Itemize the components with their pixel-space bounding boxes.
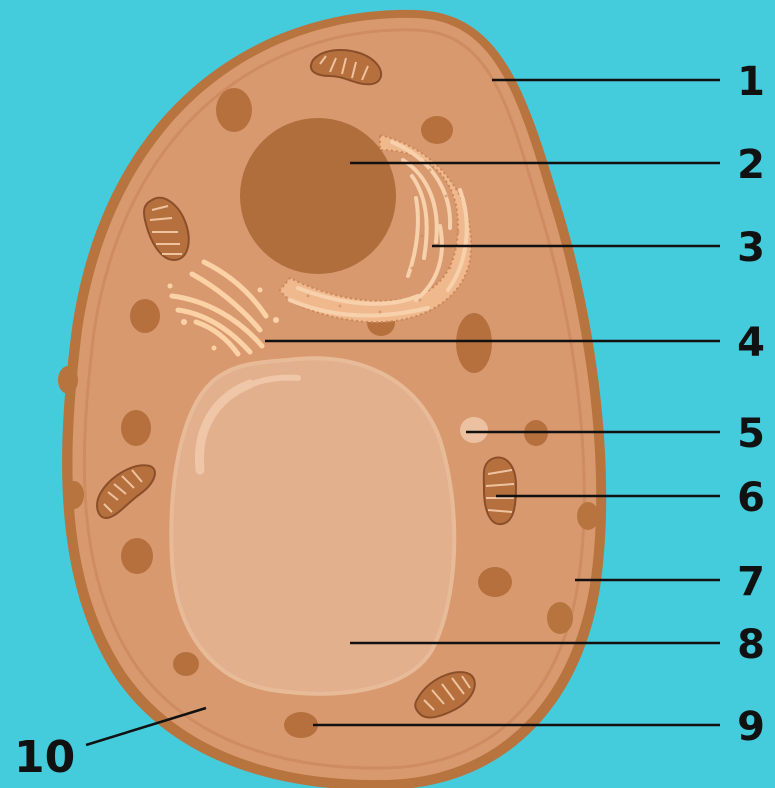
label-2: 2 <box>737 142 765 188</box>
mitochondrion <box>484 458 516 525</box>
label-4: 4 <box>737 320 765 366</box>
label-7: 7 <box>737 559 765 605</box>
nucleus <box>240 118 396 274</box>
label-8: 8 <box>737 622 765 668</box>
vesicle <box>460 417 488 443</box>
label-3: 3 <box>737 225 765 271</box>
label-10: 10 <box>14 732 75 783</box>
label-9: 9 <box>737 704 765 750</box>
label-1: 1 <box>737 59 765 105</box>
label-5: 5 <box>737 411 765 457</box>
label-6: 6 <box>737 475 765 521</box>
